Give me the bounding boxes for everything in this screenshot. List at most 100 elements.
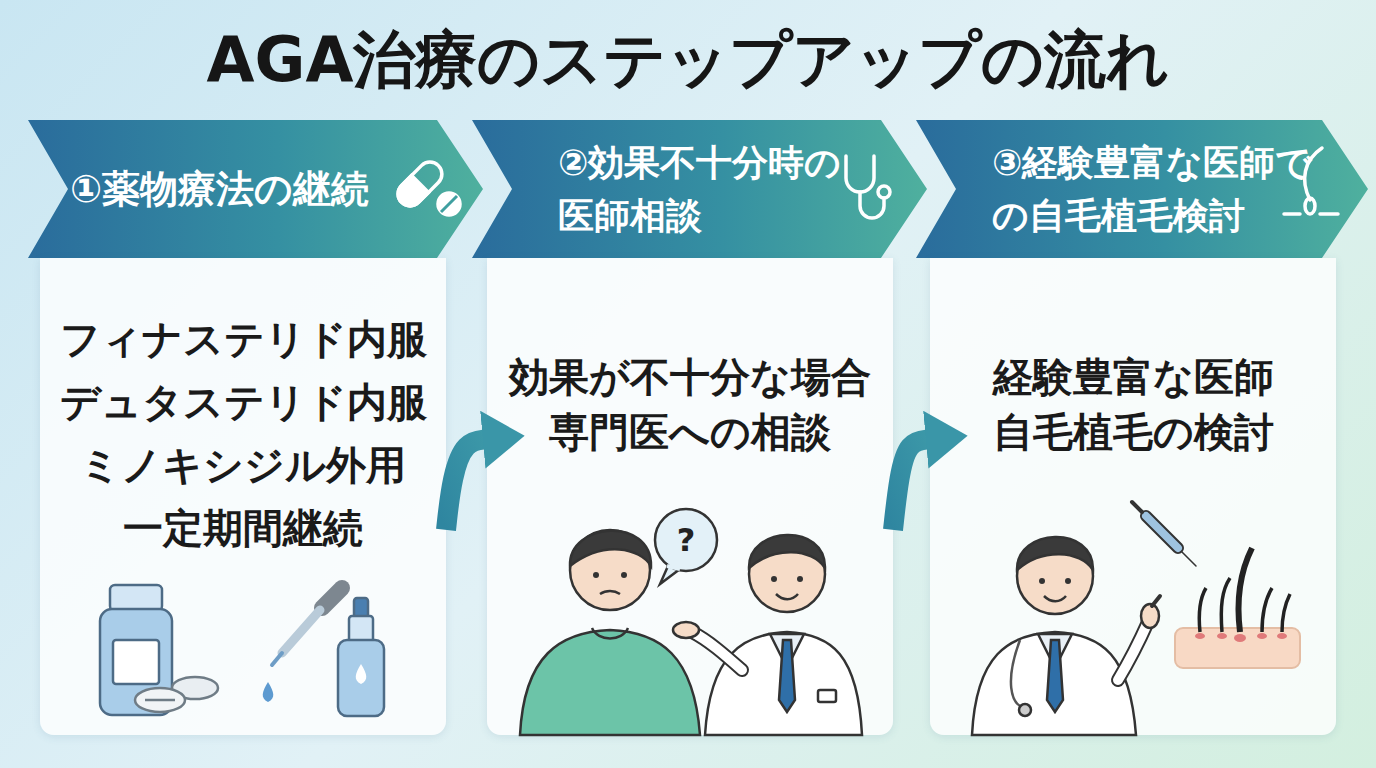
scalp-section-part <box>1175 628 1300 668</box>
surgeon-figure-part <box>1039 578 1045 584</box>
syringe <box>1132 502 1196 566</box>
spray-bottle-part <box>349 616 373 642</box>
tablets-part <box>172 677 218 699</box>
chevron-band <box>28 120 483 258</box>
surgeon-figure <box>972 537 1160 735</box>
dropper-part <box>322 588 342 608</box>
surgeon-figure-part <box>1152 596 1160 606</box>
surgeon-figure-part <box>972 632 1136 735</box>
scalp-section-part <box>1282 594 1290 632</box>
doctor-figure <box>673 535 862 735</box>
tablets-part <box>145 699 175 702</box>
stethoscope-icon-part <box>846 156 874 192</box>
doctor-figure-part <box>770 634 804 668</box>
scalp-section-part <box>1234 634 1246 642</box>
surgeon-figure-part <box>1017 537 1093 570</box>
card-body: 経験豊富な医師自毛植毛の検討 <box>930 258 1336 460</box>
doctor-figure-part <box>749 536 825 612</box>
patient-figure <box>520 530 700 735</box>
stethoscope-icon-part <box>878 186 890 198</box>
speech-bubble-part <box>667 566 680 569</box>
doctor-figure-part <box>705 632 862 735</box>
surgeon-figure-part <box>1044 596 1066 601</box>
syringe-part <box>1182 552 1196 566</box>
stethoscope-icon-part <box>860 192 884 218</box>
step-card: 経験豊富な医師自毛植毛の検討 <box>930 258 1336 735</box>
surgeon-figure-part <box>1118 622 1148 680</box>
medicine-bottle <box>100 585 172 715</box>
doctor-figure-part <box>779 640 795 712</box>
surgeon-figure-part <box>1017 538 1093 614</box>
surgeon-figure-part <box>1065 578 1071 584</box>
chevron-body: ①薬物療法の継続 <box>70 120 369 258</box>
doctor-figure-part <box>692 632 742 670</box>
card-line: 効果が不十分な場合 <box>487 350 893 405</box>
doctor-figure-part <box>818 690 836 702</box>
hair-icon-part <box>1284 212 1338 216</box>
doctor-figure-part <box>776 594 798 599</box>
hair-icon-part <box>1305 148 1322 200</box>
step-heading: ③経験豊富な医師で の自毛植毛検討 <box>992 136 1337 242</box>
pill-icon-part <box>441 196 457 212</box>
dropper <box>272 588 342 665</box>
card-body: 効果が不十分な場合専門医への相談 <box>487 258 893 460</box>
patient-figure-part <box>621 572 627 578</box>
patient-figure-part <box>570 530 650 610</box>
medicine-bottle-part <box>100 609 172 715</box>
scalp-section-part <box>1277 633 1287 639</box>
scalp-section-part <box>1221 578 1230 632</box>
tablets <box>135 677 218 712</box>
step-heading: ①薬物療法の継続 <box>70 164 369 214</box>
chevron-body: ②効果不十分時の 医師相談 <box>558 120 903 258</box>
syringe-part <box>1146 516 1178 548</box>
step-card: 効果が不十分な場合専門医への相談 <box>487 258 893 735</box>
scalp-section <box>1175 548 1300 668</box>
surgeon-figure-part <box>1141 604 1159 628</box>
doctor-figure-part <box>797 576 803 582</box>
stethoscope-icon <box>846 156 890 218</box>
card-line: 一定期間継続 <box>40 497 446 560</box>
patient-figure-part <box>570 531 651 566</box>
step-chevron: ③経験豊富な医師で の自毛植毛検討 <box>916 120 1368 258</box>
surgeon-figure-part <box>1047 640 1063 712</box>
pill-icon-part <box>393 157 447 211</box>
pill-icon-part <box>438 193 460 215</box>
doctor-figure-part <box>771 576 777 582</box>
scalp-section-part <box>1257 633 1267 639</box>
title-holder: AGA治療のステップアップの流れ <box>0 18 1376 102</box>
scalp-section-part <box>1199 588 1206 632</box>
dropper-part <box>282 610 320 653</box>
patient-figure-part <box>592 628 628 639</box>
step-heading: ②効果不十分時の 医師相談 <box>558 136 903 242</box>
card-line: 経験豊富な医師 <box>930 350 1336 405</box>
drop-part <box>263 682 274 702</box>
card-line: フィナステリド内服 <box>40 308 446 371</box>
doctor-figure-part <box>673 622 699 638</box>
surgeon-figure-part <box>1118 622 1148 680</box>
spray-bottle <box>338 598 384 716</box>
doctor-figure-part <box>749 535 825 568</box>
medicine-bottle-part <box>113 640 159 684</box>
step-chevron: ①薬物療法の継続 <box>28 120 483 258</box>
chevron-shape <box>916 120 1368 258</box>
patient-figure-part <box>600 591 620 594</box>
diagram-title: AGA治療のステップアップの流れ <box>0 18 1376 102</box>
chevron-body: ③経験豊富な医師で の自毛植毛検討 <box>992 120 1337 258</box>
doctor-figure-part <box>692 632 742 670</box>
hair-icon-part <box>1305 198 1315 214</box>
surgeon-figure-part <box>1011 640 1025 708</box>
step-chevron: ②効果不十分時の 医師相談 <box>472 120 927 258</box>
curved-arrow <box>446 439 487 530</box>
spray-bottle-part <box>338 640 384 716</box>
card-line: デュタステリド内服 <box>40 371 446 434</box>
speech-bubble-part <box>660 566 680 584</box>
pill-icon-part-part <box>393 157 447 211</box>
syringe-part <box>1132 502 1142 512</box>
pill-icon-part-part <box>393 176 428 211</box>
hair-icon <box>1284 148 1338 214</box>
patient-figure-part <box>520 630 700 735</box>
scalp-section-part <box>1239 548 1253 632</box>
curved-arrow <box>893 439 930 530</box>
